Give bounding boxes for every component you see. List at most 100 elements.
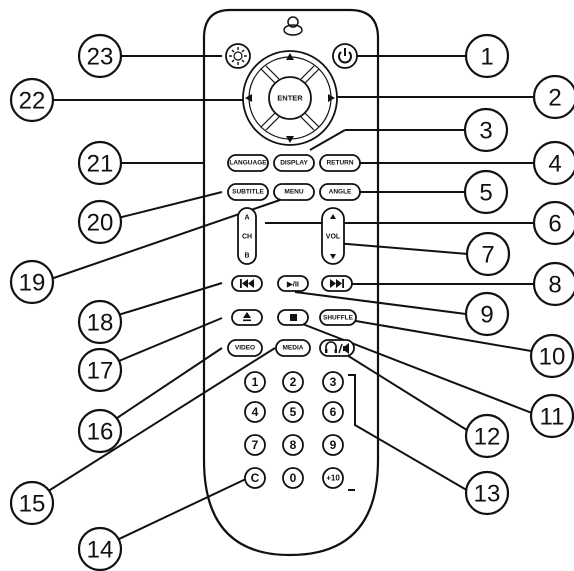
callouts: 1 2 3 4 5 6 7 8 9 10 11 12 13 14 15 16 1 [9,33,574,571]
return-button[interactable] [319,154,361,172]
digit-2-button[interactable] [282,371,304,393]
plus10-button[interactable] [322,467,344,489]
volume-up-icon [330,214,336,219]
enter-button[interactable] [268,76,312,120]
eject-icon [243,312,251,322]
media-button[interactable] [275,339,311,357]
display-button[interactable] [273,154,315,172]
shuffle-button[interactable] [319,309,357,326]
digit-0-label: 0 [290,471,297,485]
audio-button[interactable] [319,339,355,357]
callout-16 [77,408,123,454]
callout-21 [77,140,123,186]
volume-label: VOL [326,234,341,241]
digit-9-label: 9 [330,438,337,452]
callout-5 [463,169,509,215]
callout-3-label: 3 [479,118,492,145]
digit-6-label: 6 [330,405,337,419]
callout-4 [532,140,574,186]
digit-7-button[interactable] [244,434,266,456]
callout-7-label: 7 [481,242,494,269]
digit-4-button[interactable] [244,401,266,423]
digit-9-button[interactable] [322,434,344,456]
callout-22 [9,77,55,123]
next-track-icon [330,279,344,288]
menu-button[interactable] [273,183,315,201]
callout-23-label: 23 [87,44,114,71]
callout-4-label: 4 [548,151,561,178]
callout-3 [463,107,509,153]
callout-12 [464,413,510,459]
play-pause-button[interactable] [277,275,309,292]
callout-7 [465,231,511,277]
callout-1 [464,33,510,79]
callout-2 [532,74,574,120]
up-arrow-icon[interactable] [286,53,294,60]
subtitle-button[interactable] [227,183,269,201]
callout-9 [464,291,510,337]
stop-icon [290,314,297,321]
callout-16-label: 16 [87,419,114,446]
callout-20 [77,199,123,245]
callout-11 [529,393,574,439]
language-button-label: LANGUAGE [229,160,267,167]
volume-rocker[interactable] [321,207,345,265]
clear-button-label: C [251,471,260,485]
media-button-label: MEDIA [283,345,304,352]
callout-19 [9,259,55,305]
callout-10-label: 10 [539,344,566,371]
subtitle-button-label: SUBTITLE [232,189,264,196]
channel-a-label: A [244,215,249,222]
right-arrow-icon[interactable] [328,94,335,102]
volume-down-icon [330,254,336,259]
angle-button-label: ANGLE [329,189,352,196]
callout-23 [77,33,123,79]
digit-1-button[interactable] [244,371,266,393]
callout-21-label: 21 [87,151,114,178]
callout-19-label: 19 [19,270,46,297]
video-button-label: VIDEO [235,345,255,352]
left-arrow-icon[interactable] [245,94,252,102]
power-icon [338,48,352,64]
angle-button[interactable] [319,183,361,201]
callout-14 [77,526,123,571]
digit-1-label: 1 [252,375,259,389]
callout-15-label: 15 [19,491,46,518]
channel-label: CH [242,234,252,241]
callout-8 [532,261,574,307]
shuffle-button-label: SHUFFLE [323,315,354,322]
callout-17 [77,347,123,393]
digit-4-label: 4 [252,405,259,419]
lanyard-hole-icon [283,16,303,36]
digit-0-button[interactable] [282,467,304,489]
channel-rocker[interactable] [237,207,257,265]
callout-17-label: 17 [87,358,114,385]
number-pad: 1 2 3 4 5 6 7 8 9 C 0 +10 [244,371,344,489]
digit-3-button[interactable] [322,371,344,393]
down-arrow-icon[interactable] [286,136,294,143]
digit-5-label: 5 [290,405,297,419]
digit-8-label: 8 [290,438,297,452]
callout-18 [77,299,123,345]
digit-3-label: 3 [330,375,337,389]
callout-10 [529,333,574,379]
callout-14-label: 14 [87,537,114,564]
callout-5-label: 5 [479,180,492,207]
video-button[interactable] [227,339,263,357]
digit-8-button[interactable] [282,434,304,456]
digit-7-label: 7 [252,438,259,452]
language-button[interactable] [227,154,269,172]
digit-5-button[interactable] [282,401,304,423]
callout-1-label: 1 [480,44,493,71]
return-button-label: RETURN [326,160,353,167]
previous-track-icon [240,279,254,288]
digit-6-button[interactable] [322,401,344,423]
channel-b-label: B [244,253,249,260]
menu-button-label: MENU [284,189,303,196]
callout-12-label: 12 [474,424,501,451]
clear-button[interactable] [244,467,266,489]
enter-button-label: ENTER [277,94,303,103]
callout-6-label: 6 [548,211,561,238]
callout-9-label: 9 [480,302,493,329]
